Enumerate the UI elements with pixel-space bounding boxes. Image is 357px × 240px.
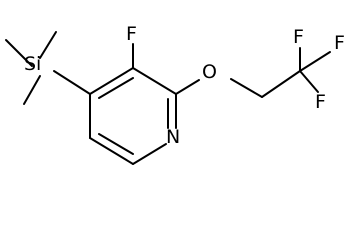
ring-bond-c3-c2 [132,67,177,95]
ring-bond-c6-c5-inner [98,133,134,155]
ch2-cf3-bond [261,70,301,98]
atom-labels: Si F O N F F F [24,23,345,148]
ring-fluorine-label: F [126,23,137,45]
c2-oxygen-bond [175,79,200,95]
chain-fluorine-bottom-label: F [315,91,326,113]
oxygen-ch2-bond [230,78,263,98]
si-methyl-top-bond [5,39,33,67]
si-ring-bond [53,70,91,95]
cf3-fluorine-bottom-bond [299,70,319,93]
ring-bond-c4-c3-inner [98,77,134,99]
chain-fluorine-right-label: F [334,32,345,54]
ring-nitrogen-label: N [166,126,180,148]
ring-bond-c4-c3 [89,67,134,95]
ring-bond-c6-c5 [89,137,134,165]
ring-bond-n-c6 [132,143,167,165]
ether-oxygen-label: O [202,61,217,83]
chain-fluorine-top-label: F [293,26,304,48]
bonds [5,31,331,165]
si-methyl-upper-right-bond [39,31,57,59]
chemical-structure: Si F O N F F F [5,23,345,165]
silicon-label: Si [24,53,41,75]
si-methyl-bottom-bond [23,75,41,105]
cf3-fluorine-right-bond [299,51,331,72]
